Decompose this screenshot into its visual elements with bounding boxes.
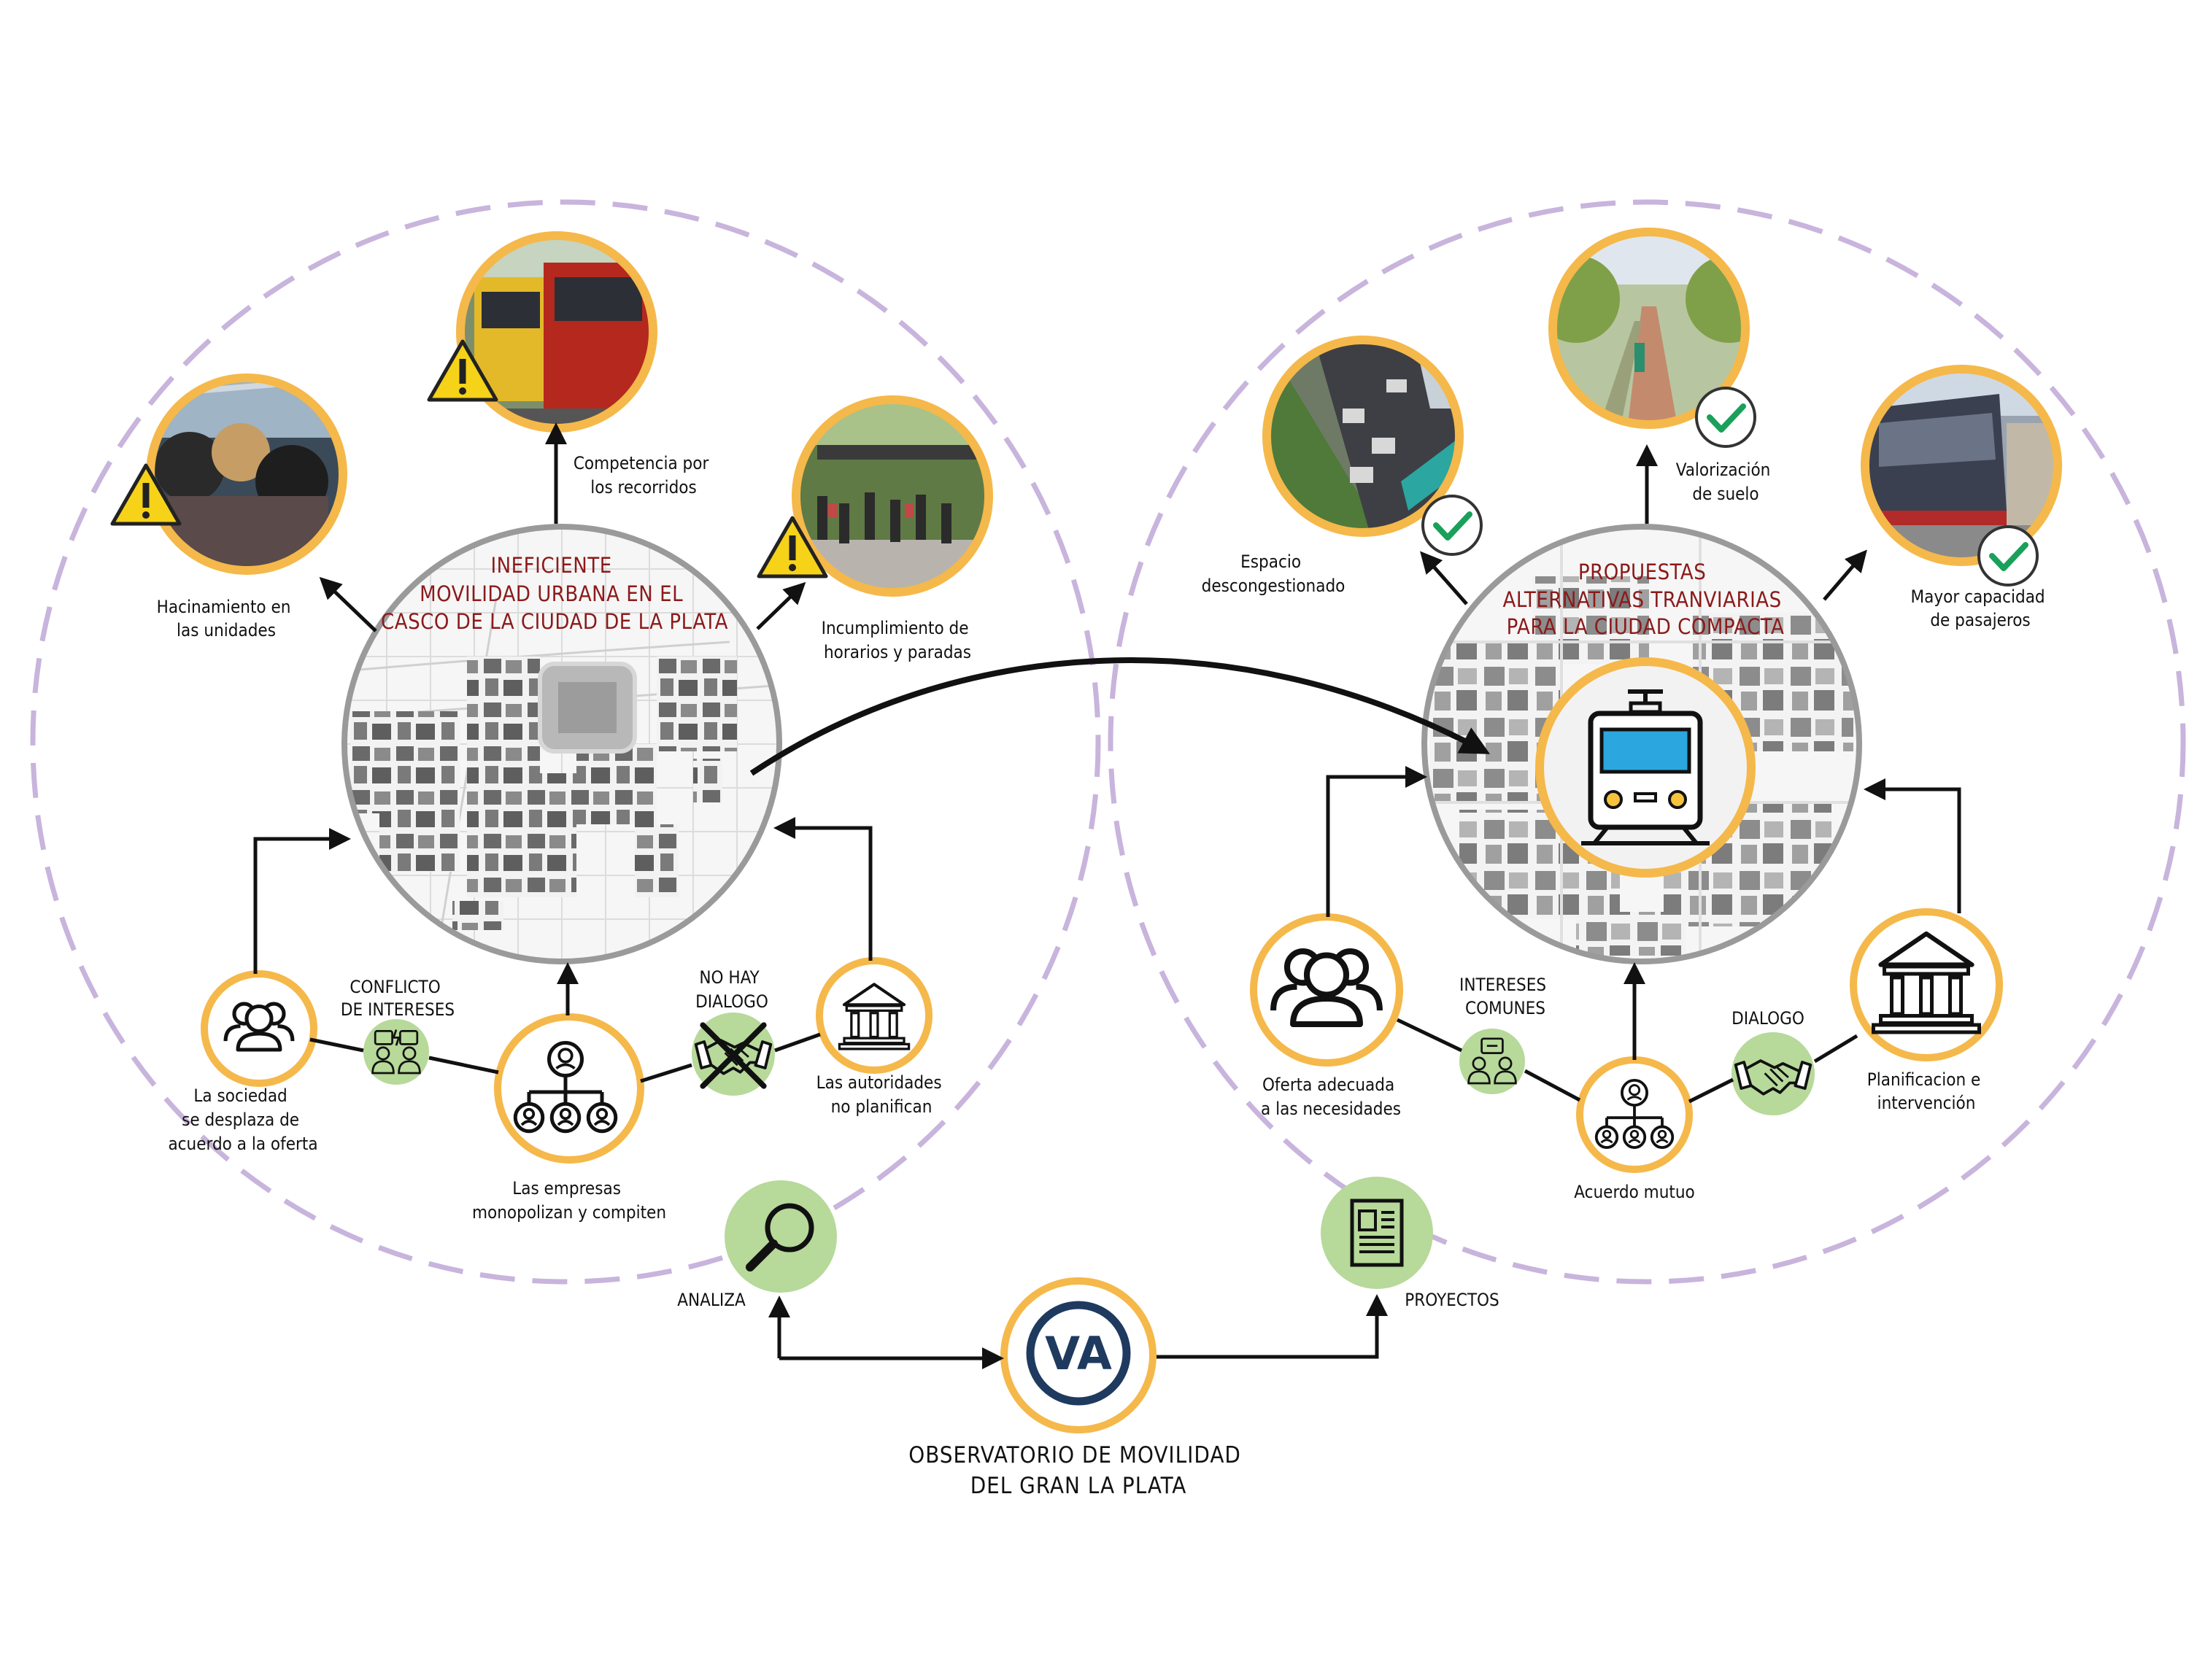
proyectos-bubble — [1321, 1177, 1433, 1289]
left-map-arrows — [319, 422, 806, 632]
offer-caption: Oferta adecuada a las necesidades — [1261, 1075, 1401, 1119]
tram-badge — [1535, 657, 1756, 878]
check-icon — [1696, 388, 1755, 446]
left-city-map — [341, 524, 782, 964]
society-node — [201, 970, 317, 1087]
analiza-bubble — [725, 1180, 837, 1293]
space-caption: Espacio descongestionado — [1202, 551, 1346, 596]
transition-arrow — [749, 657, 1491, 776]
right-map-arrows — [1420, 444, 1867, 605]
check-icon — [1979, 527, 2037, 585]
agreement-caption: Acuerdo mutuo — [1574, 1182, 1695, 1202]
observatory-node: VA — [1000, 1277, 1157, 1433]
observatory-logo: VA — [1026, 1301, 1131, 1406]
photo-passenger-capacity — [1861, 365, 2062, 566]
schedules-caption: Incumplimiento de horarios y paradas — [822, 618, 974, 662]
companies-caption: Las empresas monopolizan y compiten — [472, 1178, 666, 1223]
document-icon — [1350, 1199, 1404, 1267]
no-dialogue-bubble — [692, 1013, 775, 1096]
authorities-caption: Las autoridades no planifican — [816, 1072, 947, 1117]
competition-caption: Competencia por los recorridos — [574, 453, 714, 498]
magnifier-icon — [746, 1203, 814, 1271]
tram-icon — [1581, 689, 1710, 845]
overcrowding-caption: Hacinamiento en las unidades — [157, 597, 296, 640]
planning-node — [1850, 908, 2003, 1061]
conflict-caption: CONFLICTO DE INTERESES — [341, 977, 455, 1020]
no-dialogue-caption: NO HAY DIALOGO — [695, 967, 768, 1012]
dialogue-bubble — [1731, 1032, 1815, 1115]
offer-node — [1250, 913, 1403, 1067]
land-caption: Valorización de suelo — [1676, 460, 1775, 504]
crossed-handshake-icon — [694, 1022, 773, 1089]
photo-decongested-space — [1262, 336, 1464, 537]
analiza-label: ANALIZA — [677, 1290, 746, 1310]
society-caption: La sociedad se desplaza de acuerdo a la … — [168, 1085, 317, 1154]
authorities-node — [816, 957, 933, 1074]
photo-overcrowding — [146, 373, 347, 575]
photo-bus-competition — [456, 231, 657, 433]
capacity-caption: Mayor capacidad de pasajeros — [1911, 587, 2050, 630]
photo-land-value — [1548, 228, 1750, 429]
conflict-bubble — [363, 1019, 429, 1085]
agreement-node — [1576, 1056, 1693, 1173]
svg-text:VA: VA — [1045, 1327, 1112, 1380]
proyectos-label: PROYECTOS — [1405, 1290, 1499, 1310]
common-interests-caption: INTERESES COMUNES — [1459, 975, 1551, 1018]
observatory-arrows — [768, 1294, 1388, 1369]
planning-caption: Planificacion e intervención — [1867, 1069, 1985, 1113]
left-title: INEFICIENTE MOVILIDAD URBANA EN EL CASCO… — [381, 553, 728, 634]
right-title: PROPUESTAS ALTERNATIVAS TRANVIARIAS PARA… — [1503, 560, 1788, 639]
check-icon — [1423, 496, 1481, 554]
left-connections — [253, 817, 873, 1083]
common-interests-bubble — [1459, 1029, 1525, 1094]
left-domain-ellipse — [30, 199, 1101, 1285]
dialogue-caption: DIALOGO — [1731, 1008, 1804, 1029]
right-connections — [1326, 766, 1961, 1104]
companies-node — [494, 1013, 644, 1164]
right-domain-ellipse — [1108, 199, 2186, 1285]
observatory-caption: OBSERVATORIO DE MOVILIDAD DEL GRAN LA PL… — [908, 1442, 1248, 1499]
